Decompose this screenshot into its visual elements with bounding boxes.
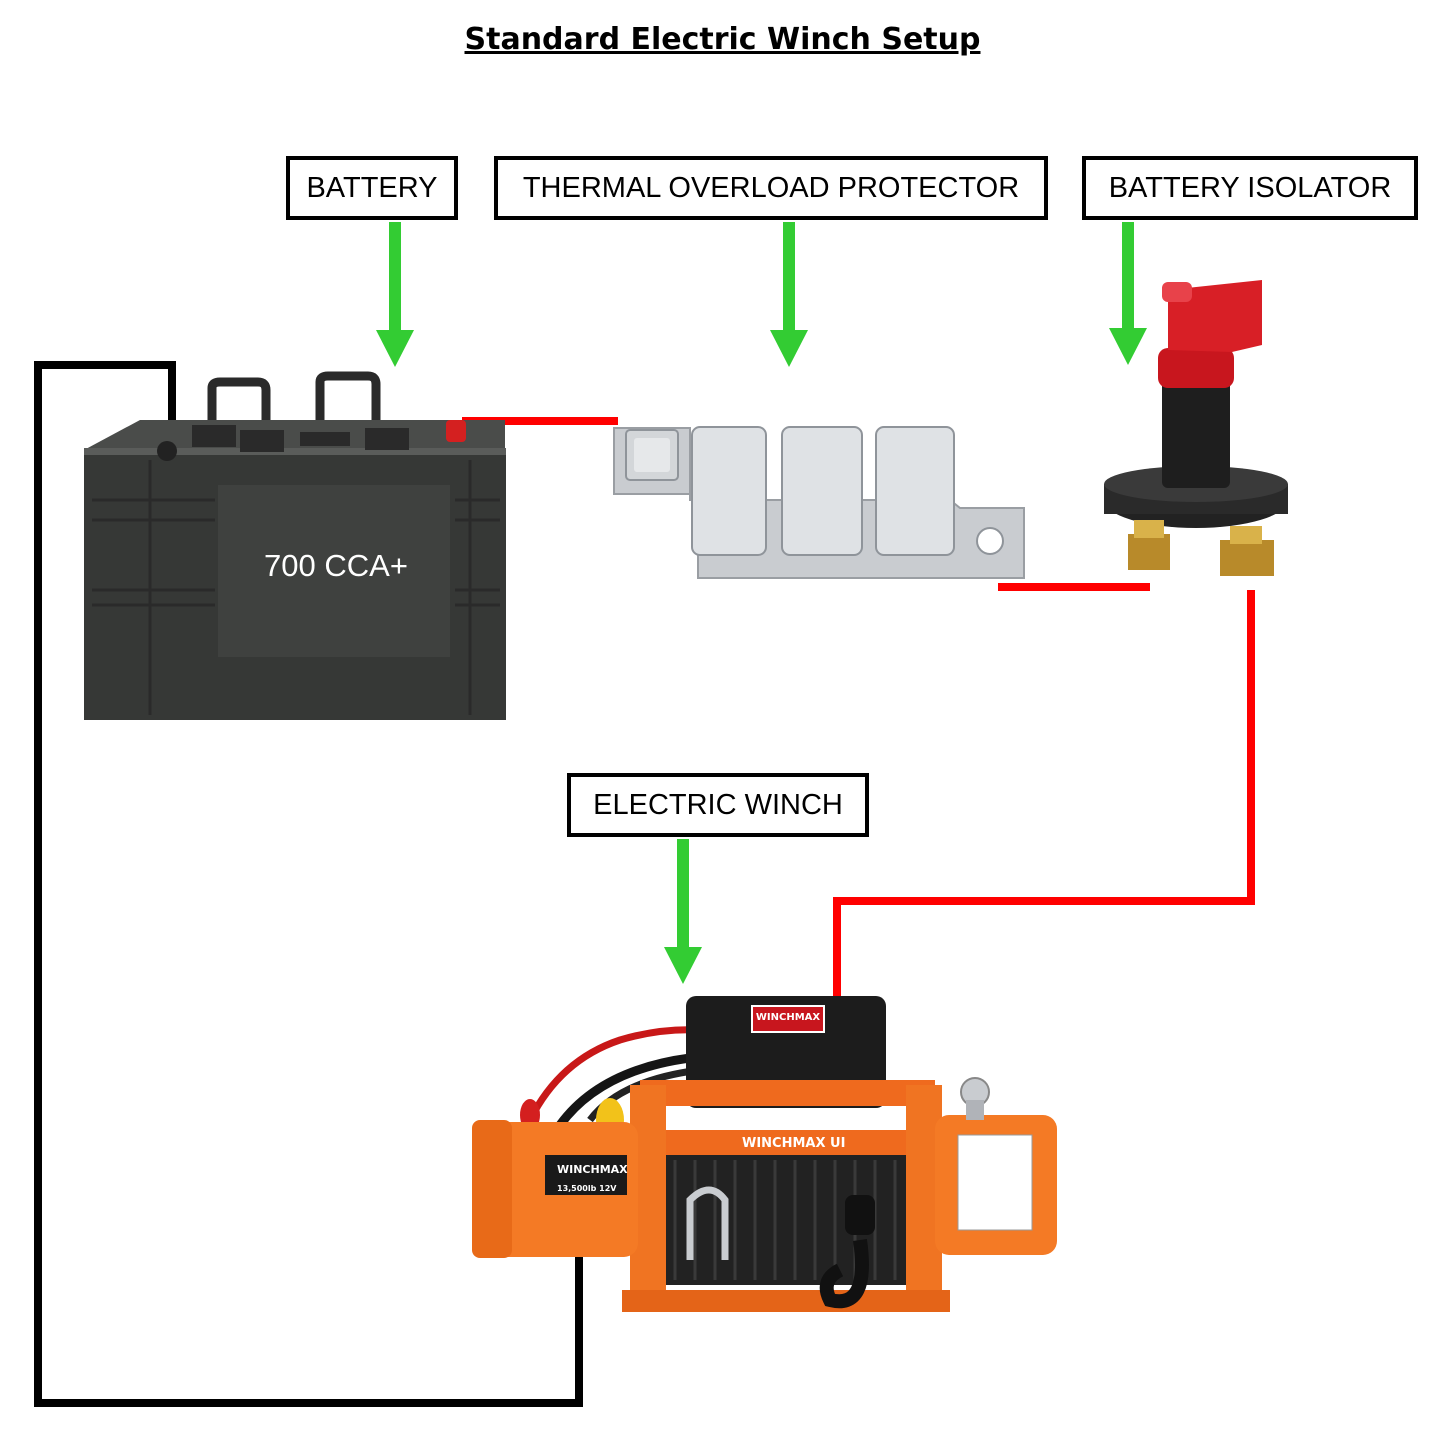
battery-isolator-label: BATTERY ISOLATOR (1082, 156, 1418, 220)
battery-label: BATTERY (286, 156, 458, 220)
battery-label-text: BATTERY (306, 171, 438, 204)
motor-brand: WINCHMAX (557, 1163, 628, 1176)
negative-wire (34, 361, 583, 1407)
arrow-battery (376, 222, 414, 367)
tie-bar-brand: WINCHMAX UI (742, 1136, 846, 1151)
winch-rating: 13,500lb 12V (557, 1184, 617, 1193)
electric-winch-label-text: ELECTRIC WINCH (593, 788, 843, 821)
battery-rating: 700 CCA+ (264, 548, 408, 583)
arrow-thermal (770, 222, 808, 367)
electric-winch-label: ELECTRIC WINCH (567, 773, 869, 837)
battery-icon (84, 371, 506, 720)
diagram-title: Standard Electric Winch Setup (464, 22, 981, 57)
winch-icon (472, 996, 1057, 1312)
battery-isolator-label-text: BATTERY ISOLATOR (1108, 171, 1392, 204)
isolator-switch-icon (1104, 280, 1288, 576)
control-box-brand: WINCHMAX (755, 1012, 821, 1023)
thermal-protector-icon (613, 426, 1025, 579)
arrow-winch (664, 839, 702, 984)
thermal-protector-label: THERMAL OVERLOAD PROTECTOR (494, 156, 1048, 220)
thermal-protector-label-text: THERMAL OVERLOAD PROTECTOR (522, 171, 1020, 204)
arrow-isolator (1109, 222, 1147, 365)
